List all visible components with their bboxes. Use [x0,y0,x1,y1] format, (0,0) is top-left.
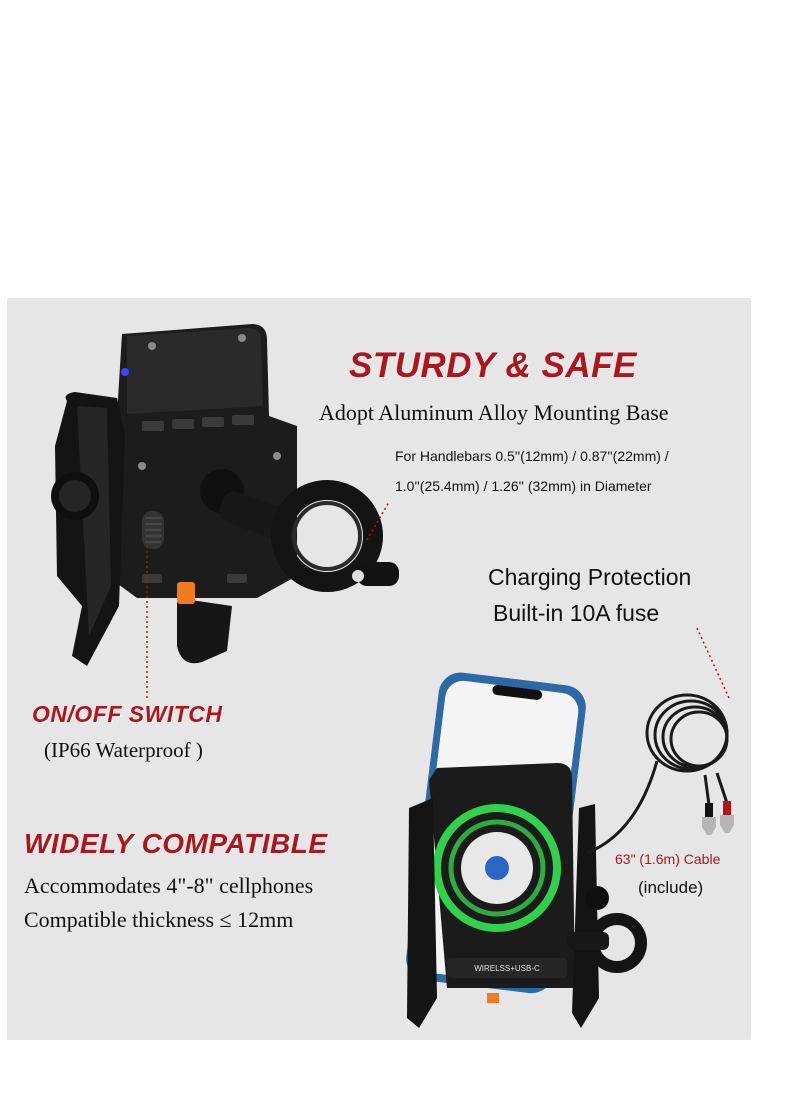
compatible-line-1: Accommodates 4"-8" cellphones [24,873,314,898]
power-cable-illustration [586,693,734,855]
mounted-phone-illustration: WIRELSS+USB-C [406,672,647,1028]
compatible-title: WIDELY COMPATIBLE [24,828,328,859]
compatible-line-2: Compatible thickness ≤ 12mm [24,907,294,932]
switch-note: (IP66 Waterproof ) [44,738,203,762]
pointer-lines [146,501,730,699]
charging-line-1: Charging Protection [488,564,692,590]
charger-label: WIRELSS+USB-C [474,964,540,973]
charging-line-2: Built-in 10A fuse [493,600,660,626]
feature-panel: WIRELSS+USB-C STURDY & SAFE Adopt A [7,298,751,1040]
cable-note: (include) [638,878,704,897]
handlebars-line-2: 1.0''(25.4mm) / 1.26'' (32mm) in Diamete… [395,478,652,494]
sturdy-subtitle: Adopt Aluminum Alloy Mounting Base [319,400,669,425]
handlebars-line-1: For Handlebars 0.5''(12mm) / 0.87''(22mm… [395,448,669,464]
sturdy-title: STURDY & SAFE [349,346,637,385]
switch-title: ON/OFF SWITCH [32,701,223,727]
motorcycle-phone-mount-illustration [51,324,399,666]
cable-length: 63" (1.6m) Cable [615,851,721,867]
